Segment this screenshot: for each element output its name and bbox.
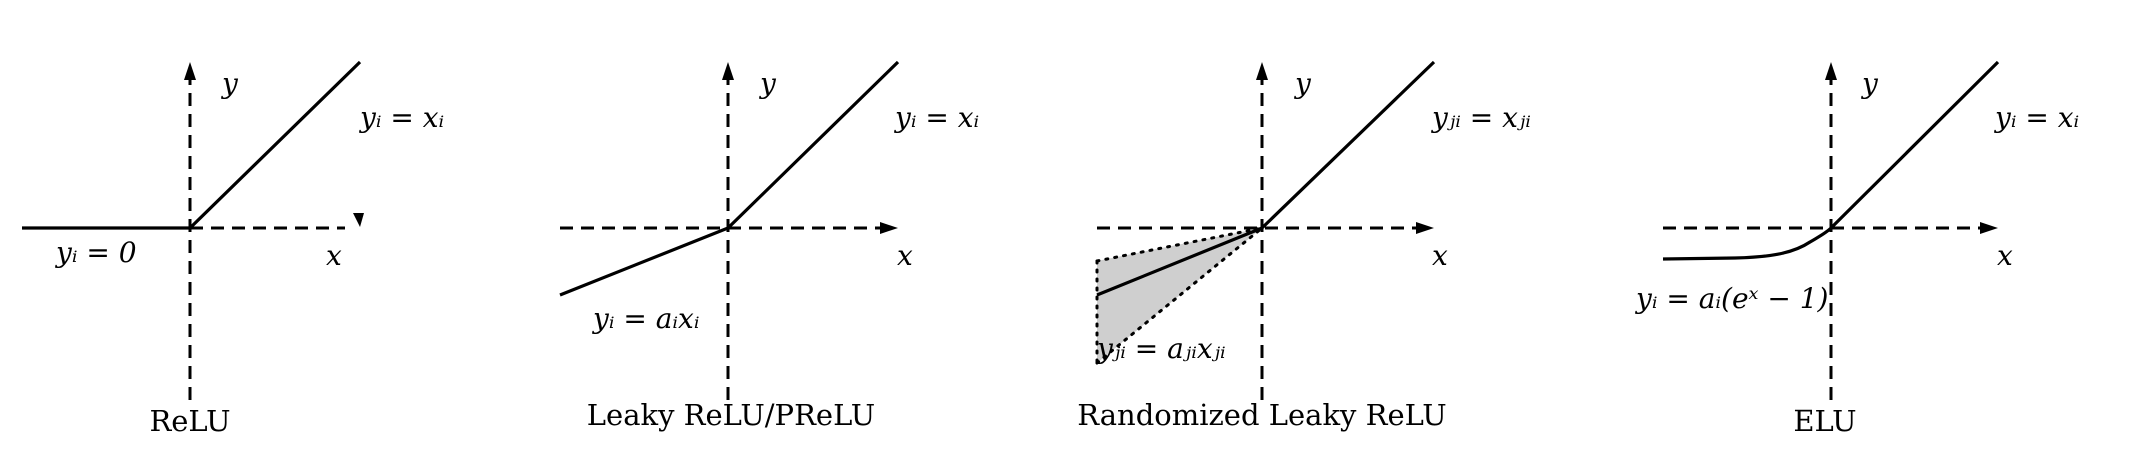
x-axis-label-leaky-relu: x — [897, 239, 913, 272]
y-axis-arrow-leaky-relu — [722, 62, 734, 80]
y-axis-arrow-randomized-leaky-relu — [1256, 62, 1268, 80]
negative-formula-randomized-leaky-relu: yⱼᵢ = aⱼᵢxⱼᵢ — [1095, 332, 1226, 365]
y-axis-arrow-elu — [1825, 62, 1837, 80]
panel-randomized-leaky-relu: y x yⱼᵢ = xⱼᵢ yⱼᵢ = aⱼᵢxⱼᵢ Randomized Le… — [1077, 60, 1531, 432]
positive-formula-elu: yᵢ = xᵢ — [1993, 101, 2079, 134]
x-axis-label-randomized-leaky-relu: x — [1432, 239, 1448, 272]
x-axis-arrow-randomized-leaky-relu — [1416, 222, 1434, 234]
negative-formula-relu: yᵢ = 0 — [54, 236, 137, 269]
x-axis-label-elu: x — [1997, 239, 2013, 272]
negative-formula-elu: yᵢ = aᵢ(eˣ − 1) — [1634, 282, 1828, 315]
x-axis-arrow-relu — [353, 213, 364, 227]
caption-relu: ReLU — [149, 404, 230, 438]
positive-formula-randomized-leaky-relu: yⱼᵢ = xⱼᵢ — [1430, 101, 1531, 134]
caption-leaky-relu: Leaky ReLU/PReLU — [587, 398, 875, 432]
y-axis-label-randomized-leaky-relu: y — [1293, 67, 1312, 100]
y-axis-label-relu: y — [220, 67, 239, 100]
lower-slope-bound — [1095, 226, 1264, 365]
x-axis-arrow-elu — [1980, 222, 1998, 234]
caption-randomized-leaky-relu: Randomized Leaky ReLU — [1077, 398, 1446, 432]
negative-formula-leaky-relu: yᵢ = aᵢxᵢ — [591, 302, 699, 335]
panel-relu: y x yᵢ = xᵢ yᵢ = 0 ReLU — [22, 60, 444, 438]
elu-curve — [1662, 60, 2000, 261]
relu-curve — [22, 60, 362, 230]
y-axis-label-leaky-relu: y — [758, 67, 777, 100]
x-axis-label-relu: x — [326, 239, 342, 272]
x-axis-arrow-leaky-relu — [880, 222, 898, 234]
panel-leaky-relu: y x yᵢ = xᵢ yᵢ = aᵢxᵢ Leaky ReLU/PReLU — [559, 60, 979, 432]
upper-slope-bound — [1095, 226, 1264, 263]
leaky-relu-curve — [559, 60, 900, 297]
positive-formula-leaky-relu: yᵢ = xᵢ — [893, 101, 979, 134]
positive-formula-relu: yᵢ = xᵢ — [358, 101, 444, 134]
caption-elu: ELU — [1793, 404, 1856, 438]
panel-elu: y x yᵢ = xᵢ yᵢ = aᵢ(eˣ − 1) ELU — [1634, 60, 2079, 438]
y-axis-arrow-relu — [184, 62, 196, 80]
y-axis-label-elu: y — [1860, 67, 1879, 100]
randomized-leaky-relu-curve — [1096, 60, 1436, 297]
